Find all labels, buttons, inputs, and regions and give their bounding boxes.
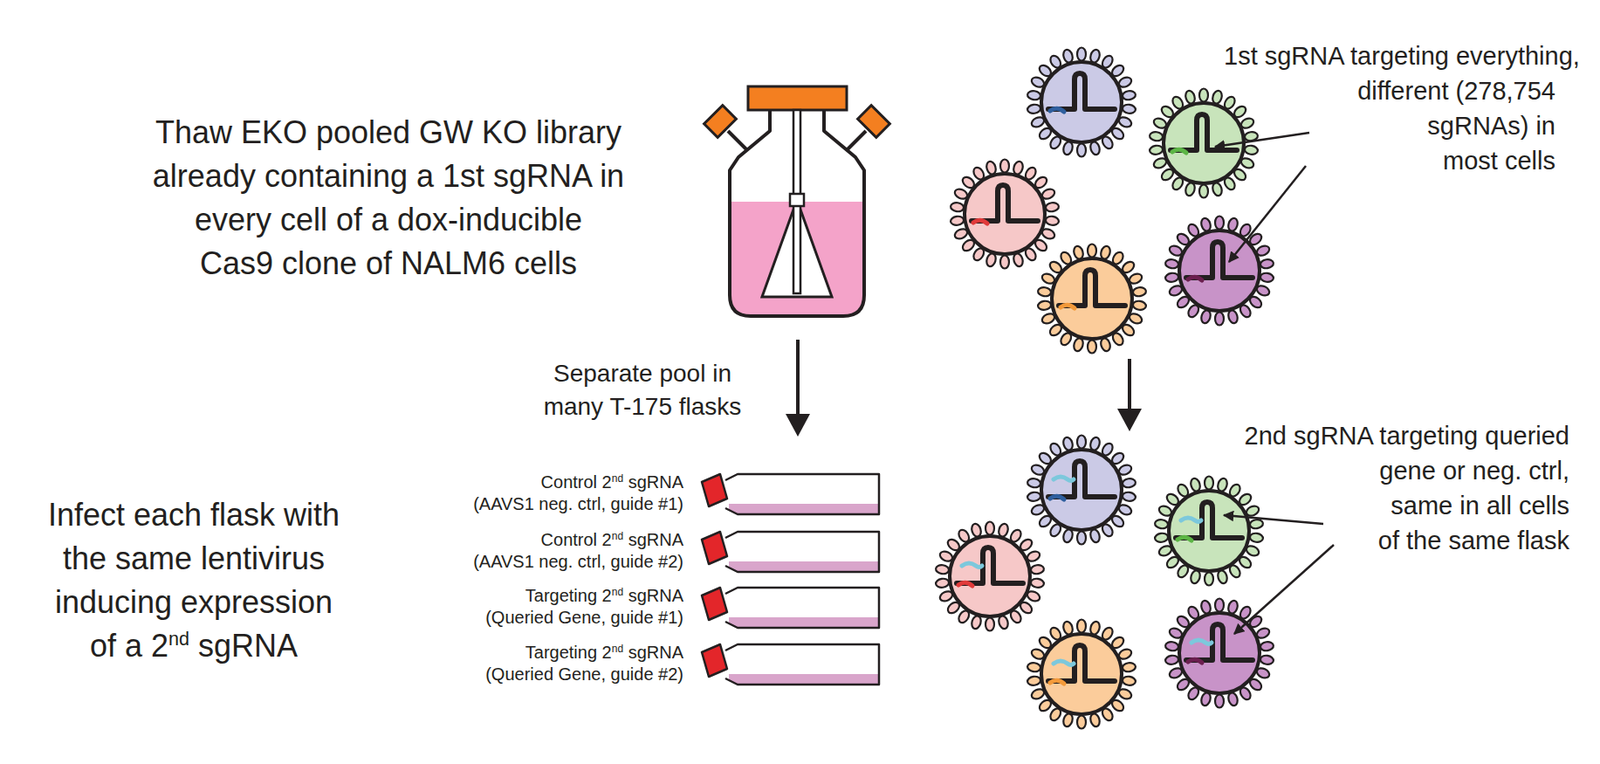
step-text-box: Infect each flask with the same lentivir… (6, 493, 382, 668)
virus (949, 159, 1059, 269)
arrow-label-box: Separate pool in many T-175 flasks (511, 357, 774, 424)
flow-arrow (785, 339, 1142, 437)
virus (1164, 216, 1274, 326)
callout-text-box: 1st sgRNA targeting everything, differen… (1223, 38, 1556, 179)
virus (1026, 435, 1136, 545)
virus-particles (934, 48, 1274, 729)
virus (1026, 619, 1136, 729)
step-text: Thaw EKO pooled GW KO library already co… (74, 110, 703, 286)
step-text-box: Thaw EKO pooled GW KO library already co… (74, 110, 703, 286)
virus (1153, 476, 1264, 586)
virus (1026, 48, 1136, 158)
flask-node: Targeting 2nd sgRNA (Queried Gene, guide… (410, 584, 886, 631)
arrow-label: Separate pool in many T-175 flasks (511, 357, 774, 424)
step-text: Infect each flask with the same lentivir… (6, 493, 382, 668)
spinner-flask (704, 86, 891, 316)
flask-node: Control 2nd sgRNA (AAVS1 neg. ctrl, guid… (410, 528, 886, 575)
flask-shape (699, 471, 885, 517)
callout-text: 1st sgRNA targeting everything, differen… (1223, 38, 1556, 179)
flask-shape (699, 641, 885, 687)
virus (934, 521, 1044, 632)
flask-shape (699, 528, 885, 575)
flask-label: Control 2nd sgRNA (AAVS1 neg. ctrl, guid… (410, 528, 684, 573)
virus (1036, 244, 1147, 354)
flask-shape (699, 584, 885, 631)
flask-node: Control 2nd sgRNA (AAVS1 neg. ctrl, guid… (410, 471, 886, 517)
virus (1164, 598, 1274, 708)
flask-node: Targeting 2nd sgRNA (Queried Gene, guide… (410, 641, 886, 687)
flask-label: Targeting 2nd sgRNA (Queried Gene, guide… (410, 584, 684, 629)
flask-label: Control 2nd sgRNA (AAVS1 neg. ctrl, guid… (410, 471, 684, 516)
callout-text-box: 2nd sgRNA targeting queried gene or neg.… (1150, 418, 1570, 558)
flask-label: Targeting 2nd sgRNA (Queried Gene, guide… (410, 641, 684, 686)
leader-line (1215, 132, 1334, 634)
callout-text: 2nd sgRNA targeting queried gene or neg.… (1150, 418, 1570, 558)
